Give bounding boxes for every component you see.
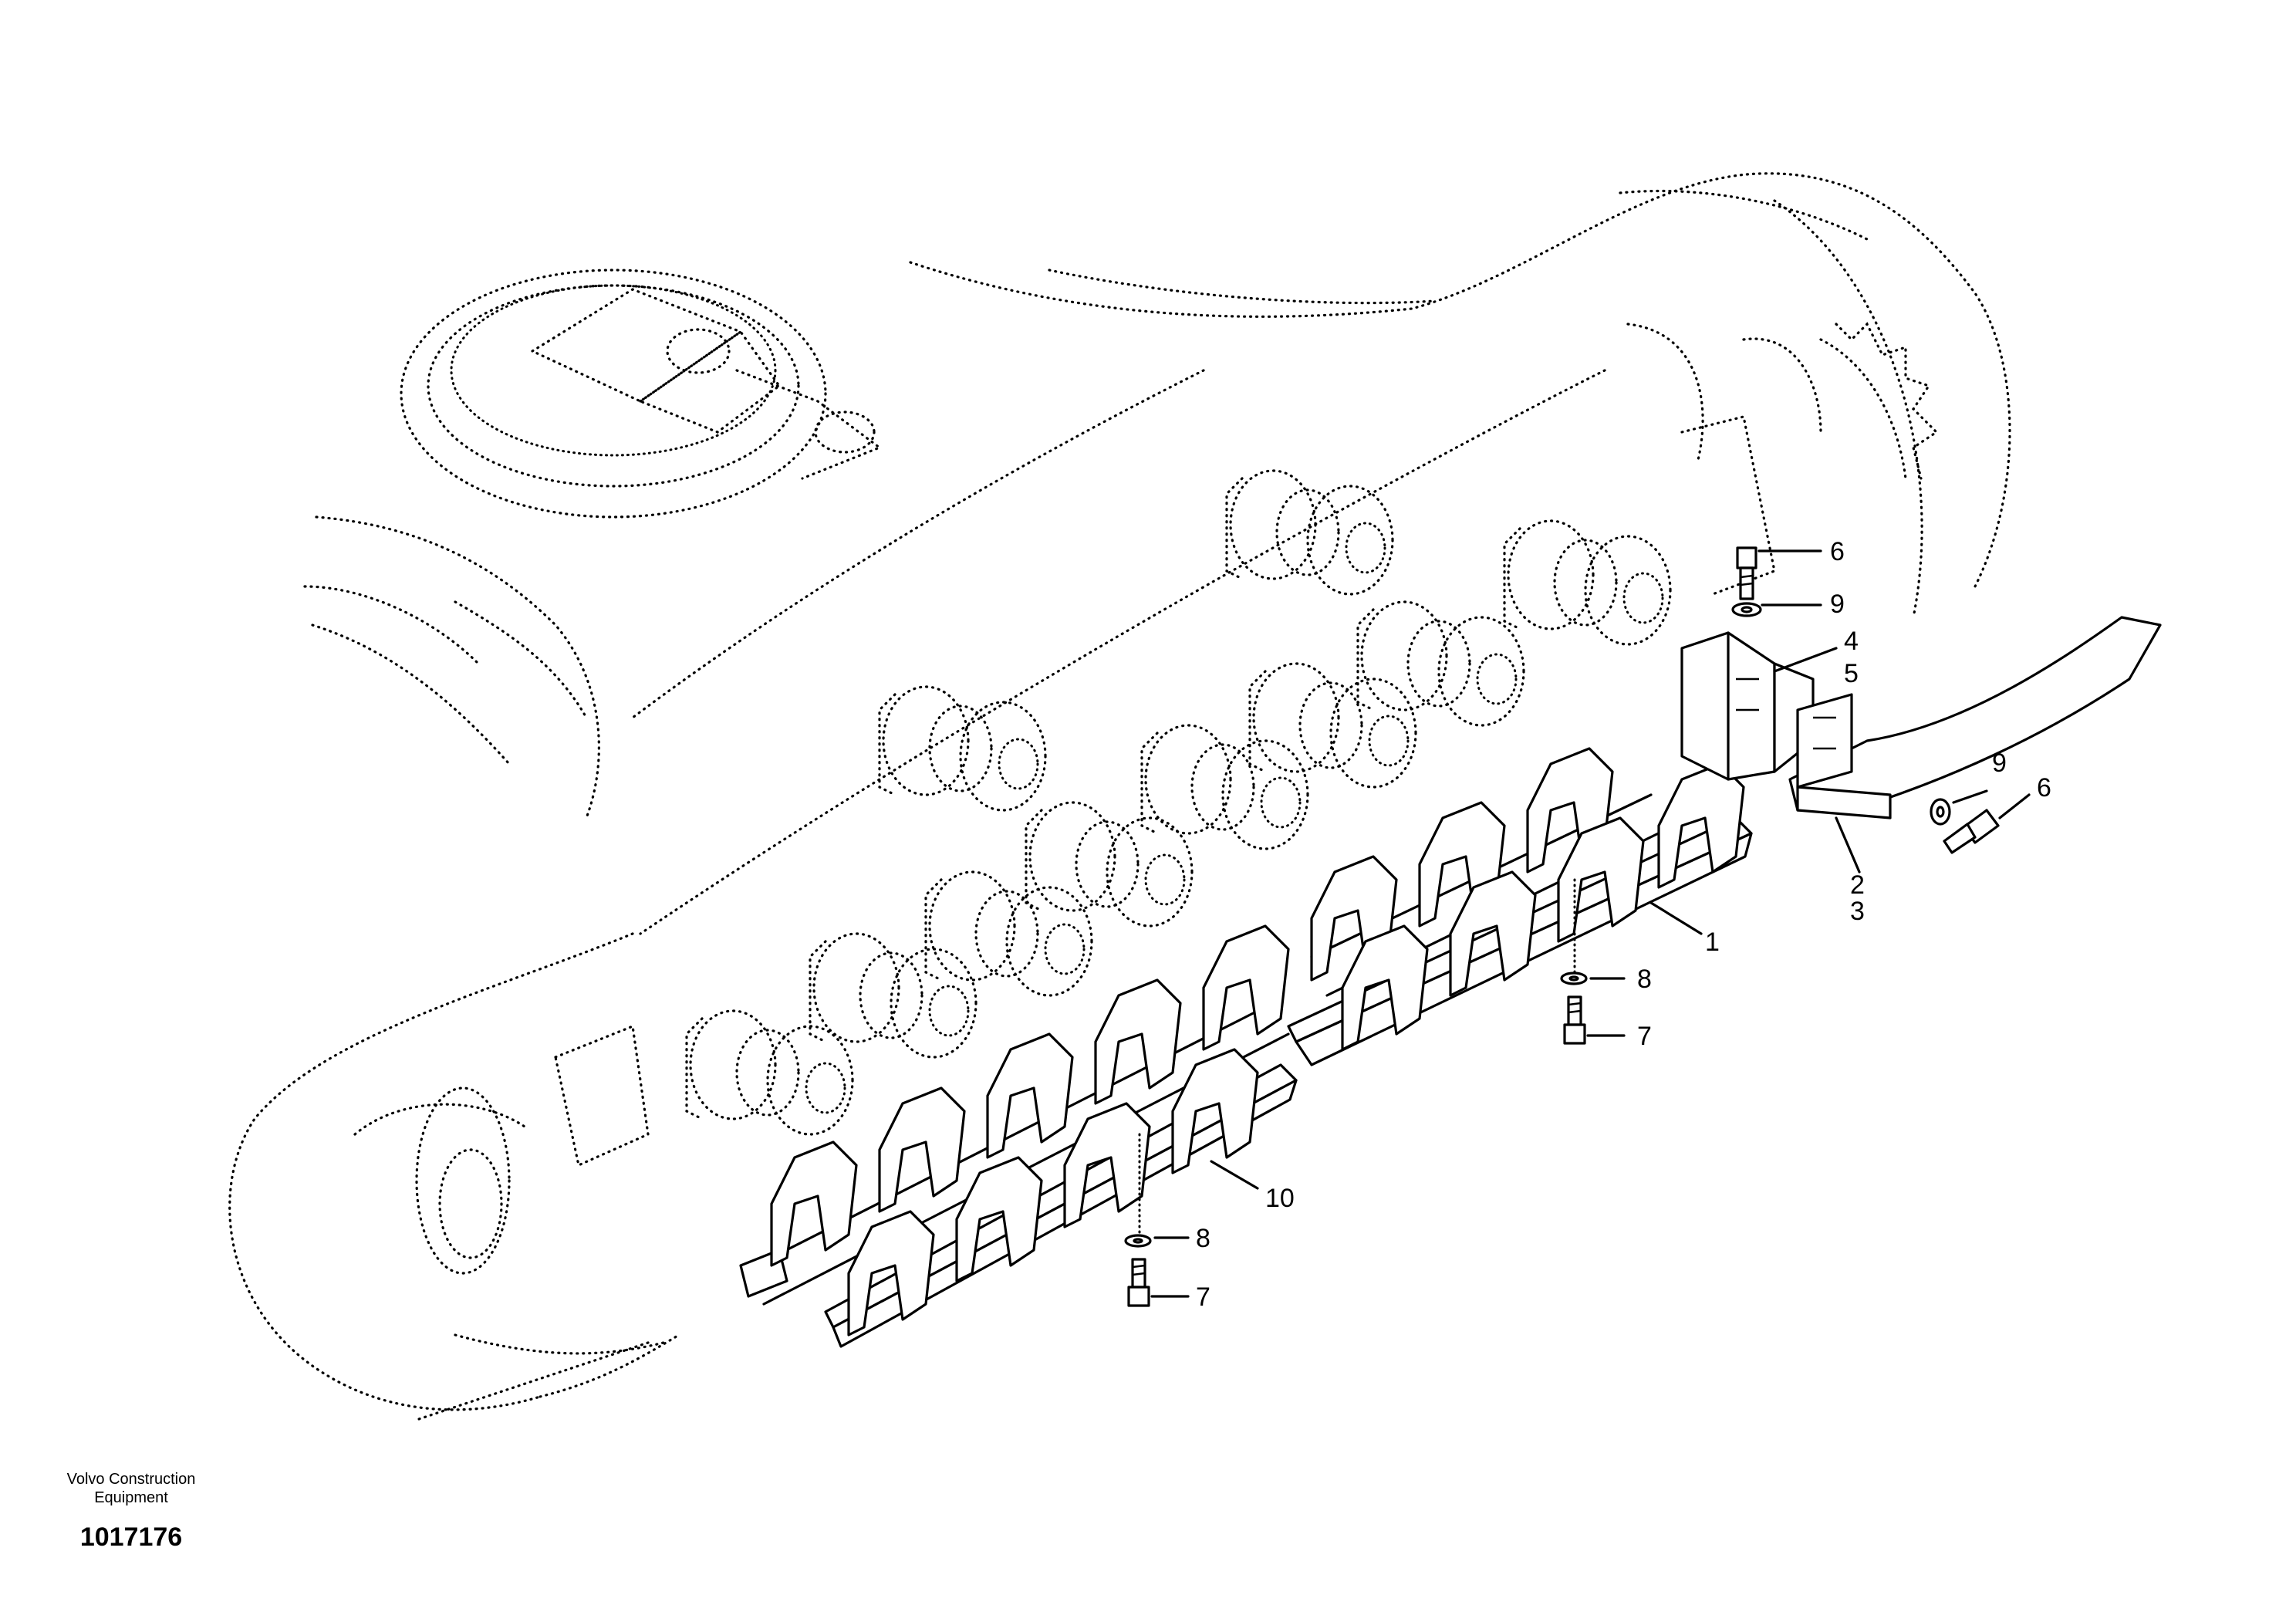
leader-10 (1210, 1160, 1259, 1190)
publisher-name-line2: Equipment (94, 1489, 168, 1506)
guard-bracket (1680, 631, 1815, 781)
callout-5: 5 (1844, 659, 1859, 688)
leader-9-right (1952, 789, 1988, 804)
publisher-name-line1: Volvo Construction (66, 1471, 196, 1488)
leader-lines (1138, 549, 2031, 1298)
bolt-7-left (1127, 1258, 1150, 1307)
drawing-number: 1017176 (79, 1522, 183, 1552)
callout-8-right: 8 (1637, 965, 1652, 994)
track-guard-rear (739, 924, 1298, 1348)
callout-9-top: 9 (1830, 590, 1845, 619)
callout-7-right: 7 (1637, 1022, 1652, 1051)
callout-6-right: 6 (2037, 773, 2051, 803)
callout-1: 1 (1705, 928, 1720, 957)
leader-1 (1649, 901, 1703, 935)
washer-8-left (1124, 1234, 1152, 1248)
leader-2-3 (1835, 816, 1861, 874)
washer-8-right (1560, 972, 1588, 985)
callout-9-right: 9 (1992, 748, 2007, 778)
callout-7-left: 7 (1196, 1282, 1210, 1312)
bolt-7-right (1563, 995, 1586, 1045)
washer-9-top (1731, 602, 1762, 617)
callout-6-top: 6 (1830, 537, 1845, 566)
track-rollers (685, 469, 1672, 1136)
leader-4-5 (1773, 647, 1838, 673)
slewing-ring-outer (400, 269, 827, 519)
end-guard (1788, 616, 2162, 819)
leader-6-right (1998, 793, 2031, 819)
washer-9-right (1930, 798, 1951, 826)
callout-2: 2 (1850, 870, 1865, 900)
undercarriage-background (228, 172, 2011, 1421)
slewing-ring-inner (427, 284, 800, 488)
callout-3: 3 (1850, 897, 1865, 926)
callout-labels: 6 9 4 5 9 6 2 3 1 8 7 10 8 7 (1196, 537, 2051, 1312)
track-guard-front (1287, 747, 1753, 1066)
publisher-footer: Volvo Construction Equipment 1017176 (31, 1470, 231, 1553)
callout-4: 4 (1844, 627, 1859, 656)
bolt-6-right (1943, 809, 2000, 854)
callout-10: 10 (1265, 1184, 1295, 1213)
bolt-6-top (1736, 546, 1757, 600)
callout-8-left: 8 (1196, 1224, 1210, 1253)
